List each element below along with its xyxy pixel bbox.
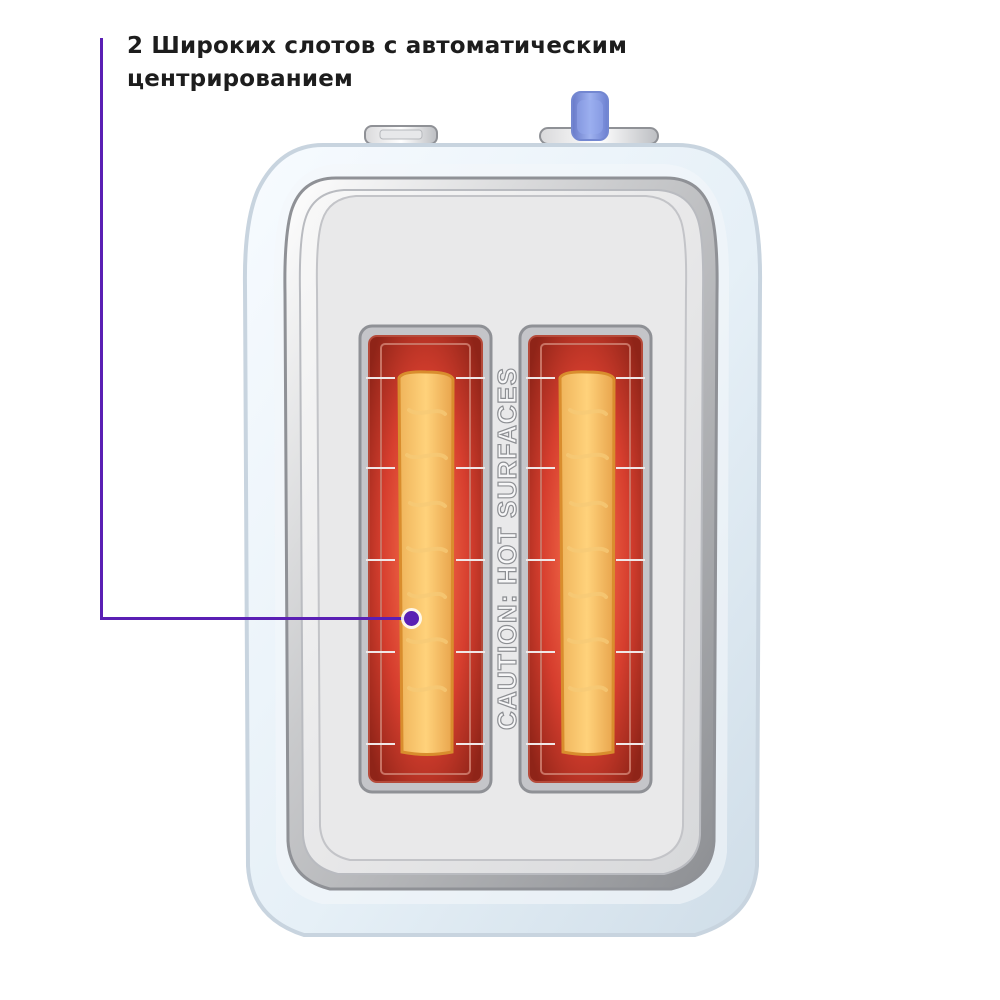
callout-dot-icon	[404, 611, 419, 626]
feature-caption-line-2: центрированием	[127, 66, 353, 92]
callout-vertical-line	[100, 38, 103, 620]
bread-slice-icon	[558, 370, 616, 756]
callout-horizontal-line	[100, 617, 410, 620]
bread-slice-icon	[397, 370, 455, 756]
right-bread-slot	[518, 324, 653, 794]
top-controls	[364, 91, 659, 145]
left-bread-slot	[358, 324, 493, 794]
feature-caption-line-1: 2 Широких слотов с автоматическим	[127, 33, 628, 59]
feature-caption: 2 Широких слотов с автоматическим центри…	[127, 30, 767, 96]
browning-knob-icon	[571, 91, 609, 141]
caution-label: CAUTION: HOT SURFACES	[492, 367, 522, 730]
